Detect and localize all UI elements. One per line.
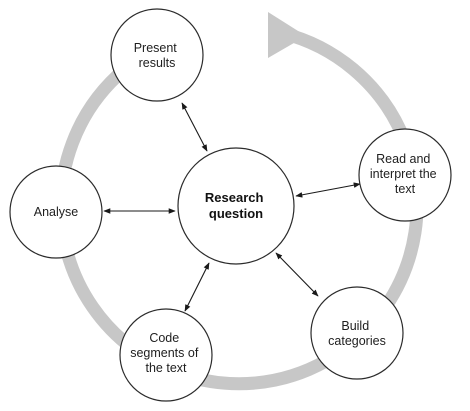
node-present-results: Present results <box>110 8 204 102</box>
connector-read-and-interpret-the-text <box>295 182 361 198</box>
connector-present-results <box>181 102 208 152</box>
label-line: Read and <box>376 152 430 166</box>
node-circle <box>9 165 103 259</box>
connector-code-segments-of-the-text <box>184 262 210 312</box>
label-line: Present <box>134 41 178 55</box>
label-line: segments of <box>130 346 199 360</box>
node-label: Analyse <box>34 205 79 219</box>
node-label: Read and interpret the text <box>370 152 440 196</box>
node-circle <box>310 286 404 380</box>
center-label: Research question <box>205 190 267 221</box>
connector-build-categories <box>275 252 319 297</box>
cycle-arrowhead <box>268 12 306 58</box>
node-circle <box>358 128 452 222</box>
node-read-and-interpret-the-text: Read and interpret the text <box>358 128 452 222</box>
node-build-categories: Build categories <box>310 286 404 380</box>
node-analyse: Analyse <box>9 165 103 259</box>
label-line: Code <box>149 331 179 345</box>
connectors-group <box>103 102 361 312</box>
node-label: Present results <box>134 41 181 70</box>
label-line: Research <box>205 190 264 205</box>
label-line: the text <box>146 361 188 375</box>
node-circle <box>119 308 213 402</box>
label-line: Analyse <box>34 205 79 219</box>
label-line: text <box>395 182 416 196</box>
label-line: categories <box>328 334 386 348</box>
node-circle <box>110 8 204 102</box>
label-line: question <box>209 206 263 221</box>
node-code-segments-of-the-text: Code segments of the text <box>119 308 213 402</box>
label-line: Build <box>341 319 369 333</box>
center-circle <box>177 147 295 265</box>
node-label: Build categories <box>328 319 386 348</box>
center-node-research-question: Research question <box>177 147 295 265</box>
node-label: Code segments of the text <box>130 331 202 375</box>
label-line: interpret the <box>370 167 437 181</box>
label-line: results <box>139 56 176 70</box>
